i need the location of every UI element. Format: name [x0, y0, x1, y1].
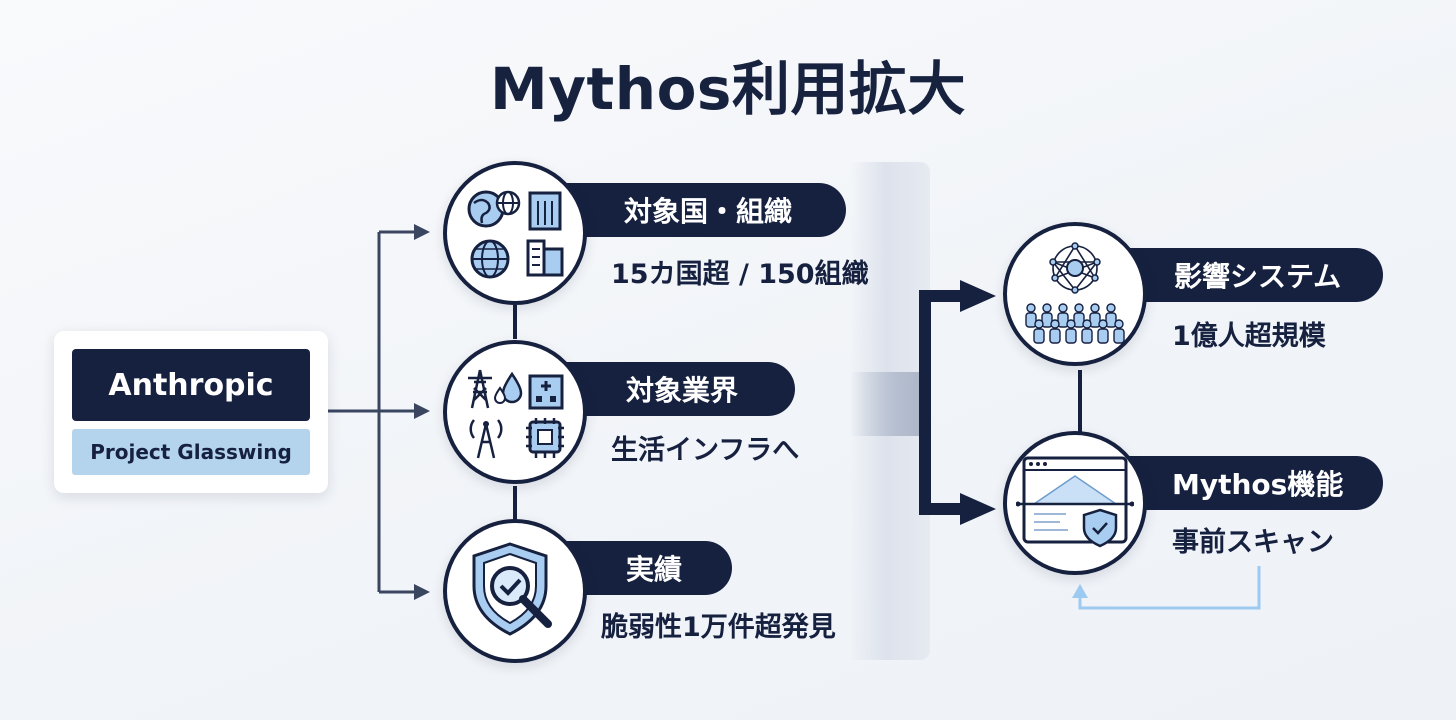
- node-results-desc: 脆弱性1万件超発見: [601, 612, 836, 643]
- node-impact-desc: 1億人超規模: [1172, 321, 1326, 352]
- node-results-circle: [443, 519, 587, 663]
- node-targets-desc: 15カ国超 / 150組織: [611, 259, 869, 290]
- fork-arrow-bottom: [960, 493, 996, 525]
- node-industries-desc: 生活インフラへ: [611, 435, 800, 466]
- source-project: Project Glasswing: [72, 429, 310, 475]
- source-name: Anthropic: [72, 349, 310, 421]
- backdrop-band: [850, 372, 930, 436]
- node-impact-circle: [1003, 222, 1147, 366]
- arrow-top: [414, 224, 430, 240]
- node-impact-label: 影響システム: [1100, 248, 1383, 302]
- scan-window-shield-icon: [1016, 456, 1134, 548]
- node-targets-label: 対象国・組織: [540, 183, 846, 237]
- network-people-icon: [1025, 242, 1125, 344]
- node-targets-circle: [443, 161, 587, 305]
- arrow-bottom: [414, 584, 430, 600]
- node-industries-circle: [443, 340, 587, 484]
- node-capability-label: Mythos機能: [1100, 456, 1383, 510]
- node-capability-desc: 事前スキャン: [1172, 527, 1334, 558]
- feedback-loop-arrow: [1078, 566, 1261, 610]
- globe-buildings-icon: [467, 190, 564, 279]
- page-title: Mythos利用拡大: [490, 55, 966, 123]
- fork-arrow-top: [960, 280, 996, 312]
- infrastructure-icon: [468, 369, 564, 459]
- node-capability-circle: [1003, 431, 1147, 575]
- arrow-middle: [414, 403, 430, 419]
- feedback-loop-arrowhead: [1072, 584, 1088, 598]
- source-card: Anthropic Project Glasswing: [54, 331, 328, 493]
- shield-magnifier-icon: [472, 542, 552, 636]
